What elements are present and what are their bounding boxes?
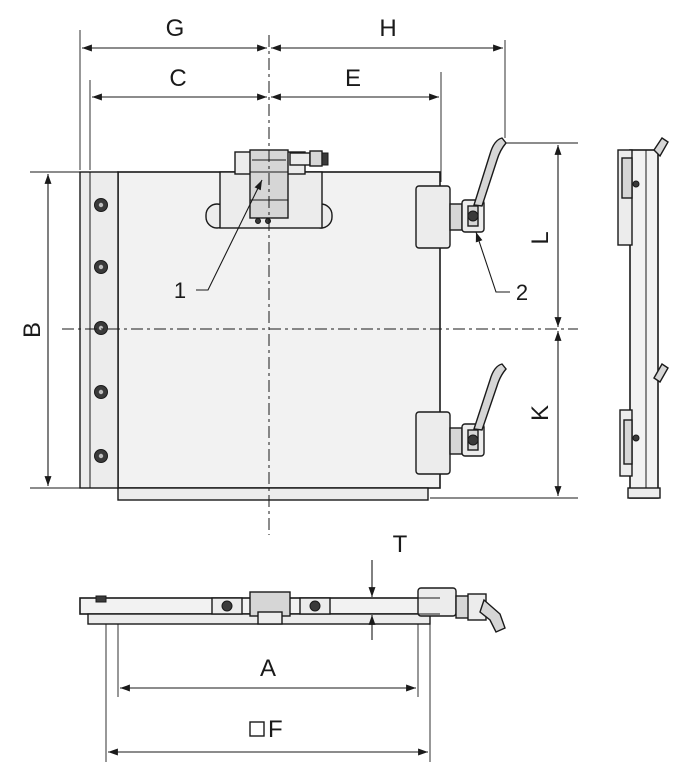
clamp-lever-icon: [473, 363, 507, 431]
label-t: T: [393, 531, 408, 558]
label-a: A: [260, 655, 276, 682]
bottom-lip: [117, 487, 429, 501]
side-view: [617, 137, 669, 499]
plan-view: T A F: [79, 531, 506, 762]
callout-1: 1: [174, 278, 186, 303]
label-c: C: [169, 65, 186, 92]
callout-leader-1: [196, 179, 263, 291]
clamp-upper: [415, 137, 507, 249]
label-k: K: [527, 405, 554, 421]
label-b: B: [19, 322, 46, 338]
clamp-lower: [415, 363, 507, 475]
square-symbol-icon: [249, 721, 265, 737]
clamp-lever-icon: [473, 137, 507, 207]
label-l: L: [527, 231, 554, 244]
callout-2: 2: [516, 280, 528, 305]
clamp-lever-icon: [479, 598, 506, 633]
callout-leader-2: [475, 231, 510, 293]
strip-bolts: [94, 198, 108, 463]
label-g: G: [166, 15, 185, 42]
label-e: E: [345, 65, 361, 92]
label-h: H: [379, 15, 396, 42]
label-f: F: [268, 716, 283, 743]
front-view: G H C E B L K 1 2: [19, 15, 578, 535]
